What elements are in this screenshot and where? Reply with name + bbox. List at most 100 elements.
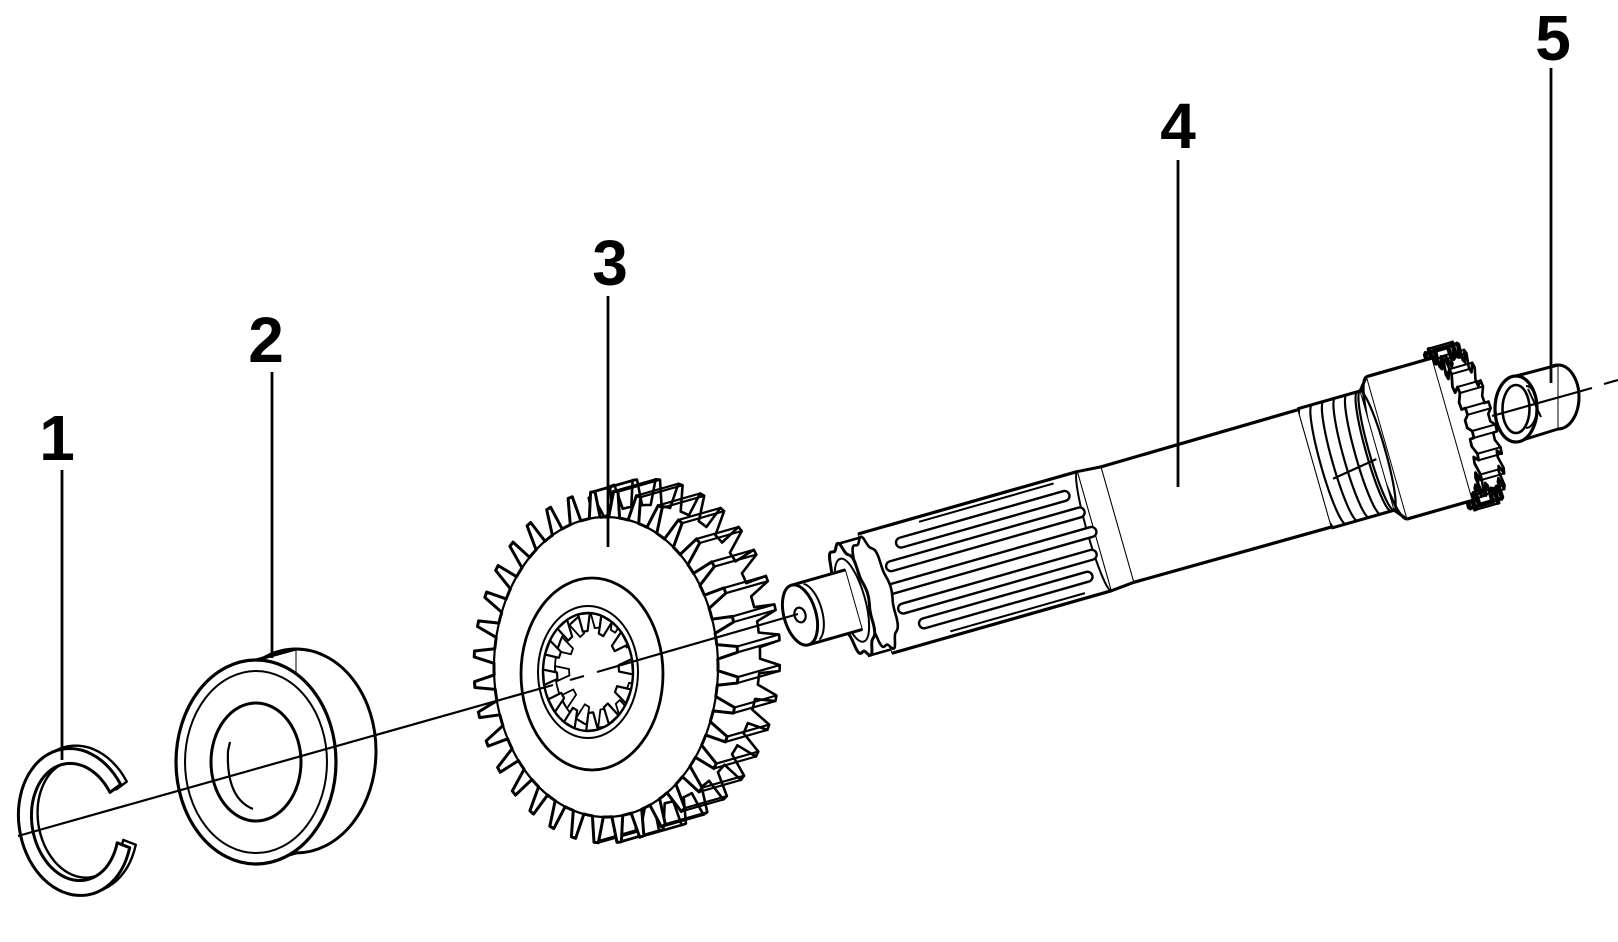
thread-runout-line	[1332, 458, 1377, 480]
clutch-tooth-side	[1481, 484, 1505, 493]
clutch-tooth-side	[1433, 341, 1458, 351]
thread-crest	[1354, 390, 1392, 513]
clutch-tooth-side	[1478, 452, 1503, 462]
front-spline-tooth	[547, 691, 566, 714]
gear-tooth-side	[613, 478, 656, 493]
spline-groove	[894, 489, 1071, 549]
centerline-segment	[596, 612, 799, 674]
clutch-tooth-side	[1480, 488, 1505, 497]
clutch-tooth-side	[1473, 430, 1498, 439]
clutch-tooth-side	[1429, 340, 1453, 350]
front-spline-tooth	[556, 618, 574, 642]
gear-tooth-side	[636, 482, 679, 497]
spline-top-edge	[857, 470, 1078, 536]
clutch-tooth-side	[1435, 343, 1460, 352]
clutch-tooth-side	[1477, 446, 1501, 455]
washer-bore-inner-wall	[226, 741, 254, 811]
gear-tooth-side	[732, 603, 775, 618]
part-label-3: 3	[592, 227, 628, 299]
gear-tooth-side	[737, 669, 780, 685]
spline-bottom-edge	[891, 589, 1112, 655]
back-spline-tooth	[556, 636, 574, 656]
spline-groove	[884, 506, 1086, 573]
thread-top-edge	[1297, 389, 1361, 411]
front-spline-tooth	[543, 639, 563, 659]
gear-tooth-side	[723, 574, 767, 589]
clutch-tooth-side	[1440, 348, 1465, 358]
front-spline-tooth	[577, 611, 591, 633]
cone-top-edge	[1077, 465, 1102, 474]
spline-ridge-hint-top	[918, 482, 1054, 523]
gear-tooth-side	[733, 700, 776, 715]
gear-tooth-side	[734, 694, 777, 709]
part-1-snap-ring	[16, 744, 137, 897]
gear-tooth-side	[699, 529, 743, 545]
spline-outer-circle	[537, 605, 639, 739]
front-spline-tooth	[585, 711, 599, 733]
gear-tooth-side	[617, 478, 661, 493]
spline-ridge-hint-bottom	[949, 592, 1086, 633]
clutch-tooth-side	[1457, 379, 1481, 388]
gear-tooth-side	[664, 811, 708, 826]
gear-tooth-side	[640, 484, 683, 499]
part-label-2: 2	[248, 304, 284, 376]
shaft-smooth-top-edge	[1100, 408, 1299, 469]
gear-tooth-side	[737, 664, 781, 679]
thread-crest	[1332, 397, 1370, 519]
gear-tooth-side	[698, 778, 742, 793]
front-spline-tooth	[597, 614, 614, 638]
thread-bottom-edge	[1331, 508, 1395, 530]
callouts: 1 2 3 4 5	[39, 2, 1571, 760]
centerline	[17, 378, 1618, 838]
gear-tooth-side	[661, 813, 704, 828]
spline-groove	[917, 570, 1094, 630]
step-up-top	[1358, 376, 1368, 392]
part-label-5: 5	[1535, 2, 1571, 74]
part-2-bearing-washer	[174, 647, 378, 866]
gear-root-circle	[492, 515, 720, 819]
clutch-tooth-side	[1451, 366, 1475, 376]
gear-tooth-side	[715, 750, 759, 765]
part-label-4: 4	[1160, 90, 1196, 162]
drum-top-edge	[1365, 356, 1433, 379]
gear-tooth-side	[678, 506, 721, 521]
washer-bore	[209, 701, 303, 823]
gear-tooth-side	[737, 639, 780, 654]
gear-tooth-side	[696, 525, 739, 540]
shaft-smooth-bottom-edge	[1133, 525, 1332, 584]
clutch-tooth-side	[1459, 385, 1484, 394]
clutch-tooth-side	[1448, 361, 1473, 371]
gear-tooth-side	[594, 478, 638, 493]
centerline-segment	[17, 683, 554, 838]
clutch-tooth-side	[1474, 502, 1498, 512]
pilot-bottom-edge	[808, 628, 863, 647]
gear-tooth-side	[736, 633, 780, 648]
gear-tooth-side	[726, 723, 770, 738]
cone-bottom-edge	[1110, 580, 1135, 593]
thread-crest	[1309, 403, 1347, 526]
gear-front-splines	[541, 611, 635, 733]
part-4-input-shaft	[780, 340, 1506, 658]
pilot-top-edge	[791, 568, 846, 587]
clutch-tooth-side	[1480, 472, 1505, 482]
clutch-tooth-side	[1480, 466, 1504, 476]
spline-groove	[896, 548, 1098, 615]
washer-chamfer-ring	[184, 670, 328, 854]
gear-tooth-side	[733, 608, 776, 624]
pilot-chamfer-arc	[803, 582, 825, 641]
centerline-dash	[1603, 378, 1618, 386]
part-3-drive-gear	[472, 478, 782, 845]
shaft-smooth-body	[1100, 410, 1332, 583]
gear-tooth-side	[681, 510, 725, 525]
shaft-threaded-section	[1296, 376, 1408, 530]
pilot-center-hole	[793, 606, 807, 624]
step-up-bottom	[1393, 509, 1408, 521]
front-spline-tooth	[613, 685, 633, 705]
clutch-tooth-side	[1443, 352, 1467, 361]
gear-tooth-side	[684, 795, 728, 810]
clutch-tooth-side	[1471, 423, 1496, 432]
centerline-dash	[569, 674, 585, 682]
front-spline-tooth	[610, 630, 629, 653]
thread-crest	[1320, 400, 1358, 522]
